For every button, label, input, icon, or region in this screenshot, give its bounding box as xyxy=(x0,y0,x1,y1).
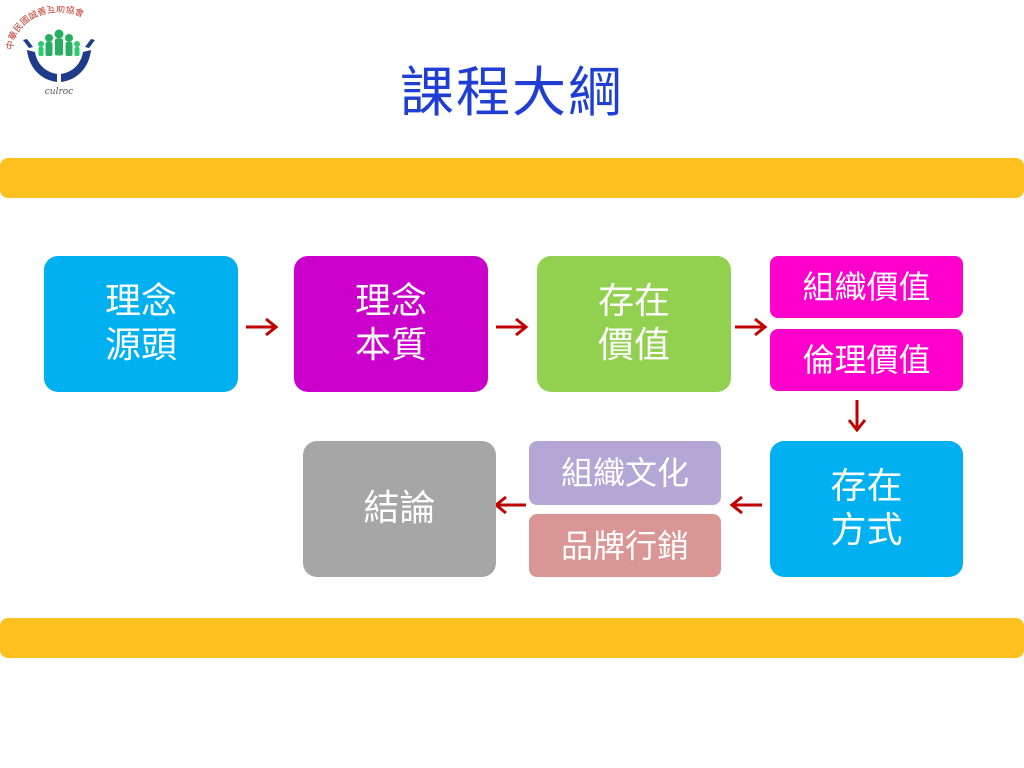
box-existence-value-line1: 存在 xyxy=(597,281,670,322)
top-decorative-band xyxy=(0,158,1024,198)
box-existence-mode-line2: 方式 xyxy=(830,510,903,551)
box-conclusion: 結論 xyxy=(303,441,496,577)
logo-icon: 中華民國誠善互助協會 culroc xyxy=(4,3,95,97)
box-conclusion-label: 結論 xyxy=(363,488,436,529)
box-idea-essence-line2: 本質 xyxy=(354,325,427,366)
box-organization-culture: 組織文化 xyxy=(529,441,721,505)
page-title: 課程大綱 xyxy=(400,61,624,124)
box-organization-culture-label: 組織文化 xyxy=(560,454,689,492)
arrow-right-2 xyxy=(496,317,529,337)
box-idea-source: 理念 源頭 xyxy=(44,256,238,392)
arrow-right-3 xyxy=(735,317,768,337)
box-brand-marketing: 品牌行銷 xyxy=(529,514,721,577)
box-existence-value-line2: 價值 xyxy=(597,325,670,366)
box-brand-marketing-label: 品牌行銷 xyxy=(560,526,689,565)
box-idea-source-line2: 源頭 xyxy=(104,325,177,366)
box-existence-mode: 存在 方式 xyxy=(770,441,963,577)
box-ethics-value: 倫理價值 xyxy=(770,329,963,391)
arrow-left-1 xyxy=(729,495,762,515)
box-organization-value: 組織價值 xyxy=(770,256,963,318)
box-existence-value: 存在 價值 xyxy=(537,256,731,392)
bottom-decorative-band xyxy=(0,618,1024,658)
arrow-left-2 xyxy=(493,495,526,515)
box-idea-essence-line1: 理念 xyxy=(354,281,427,322)
arrow-down xyxy=(847,400,867,433)
svg-text:中華民國誠善互助協會: 中華民國誠善互助協會 xyxy=(5,6,86,50)
box-existence-mode-line1: 存在 xyxy=(830,466,903,507)
organization-logo: 中華民國誠善互助協會 culroc xyxy=(4,3,113,98)
box-organization-value-label: 組織價值 xyxy=(802,268,931,306)
logo-caption: culroc xyxy=(45,87,73,97)
box-ethics-value-label: 倫理價值 xyxy=(802,341,931,379)
box-idea-source-line1: 理念 xyxy=(104,281,177,322)
logo-arc-text: 中華民國誠善互助協會 xyxy=(4,3,86,51)
arrow-right-1 xyxy=(246,317,279,337)
box-idea-essence: 理念 本質 xyxy=(294,256,488,392)
